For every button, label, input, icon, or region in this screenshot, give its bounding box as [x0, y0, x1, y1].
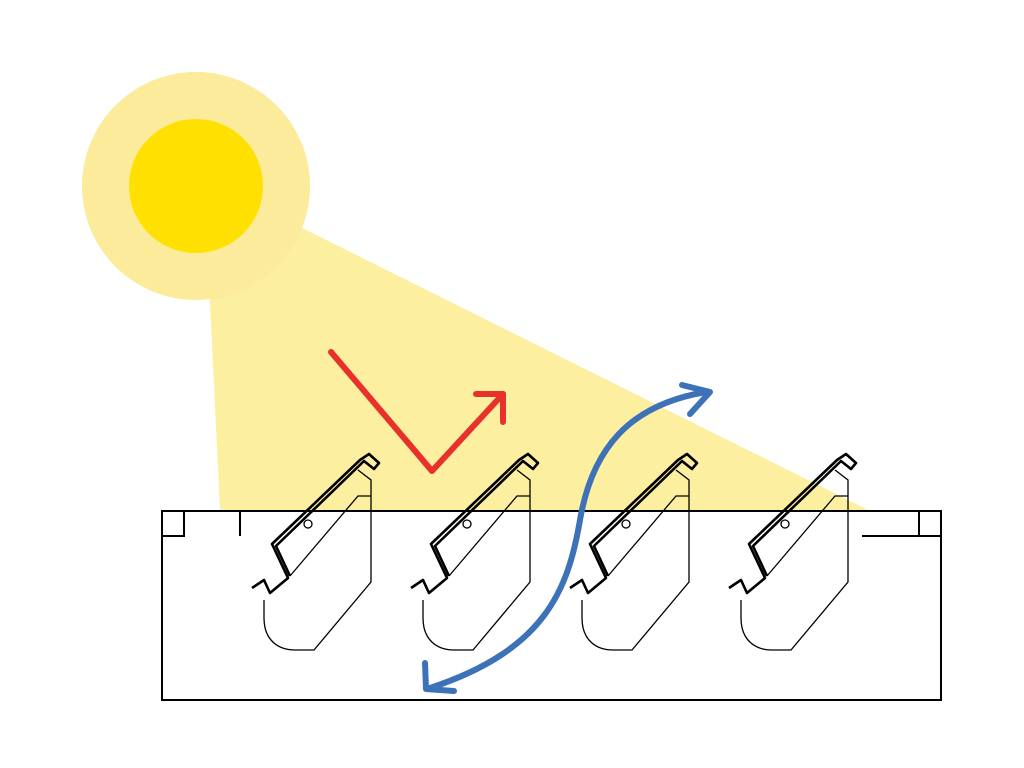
louver-blade-icon — [569, 452, 699, 651]
airflow-path — [427, 389, 709, 691]
louver-slat — [569, 452, 699, 595]
louver-pivot-hole — [462, 519, 472, 529]
airflow-arrowhead-bottom — [422, 660, 457, 694]
louver-inner-edge — [766, 495, 848, 577]
sun-icon — [82, 72, 310, 300]
louver-row — [251, 452, 858, 651]
louver-housing — [263, 469, 372, 651]
louver-inner-edge — [607, 495, 689, 577]
louver-blade-icon — [251, 452, 381, 651]
louver-inner-edge — [448, 495, 530, 577]
airflow-arrowhead-top — [679, 382, 713, 417]
reflected-light-arrow-icon — [328, 349, 506, 474]
louver-slat — [410, 452, 540, 595]
louver-housing — [740, 469, 849, 651]
light-beam — [208, 208, 868, 510]
enclosure-frame — [161, 510, 942, 701]
louver-blade-icon — [410, 452, 540, 651]
louver-pivot-hole — [303, 519, 313, 529]
airflow-double-arrow-icon — [422, 382, 713, 694]
louver-pivot-hole — [621, 519, 631, 529]
reflection-arrowhead — [473, 391, 506, 425]
louver-blade-icon — [728, 452, 858, 651]
louver-pivot-hole — [780, 519, 790, 529]
reflection-path — [328, 349, 506, 474]
louver-housing — [422, 469, 531, 651]
louver-housing — [581, 469, 690, 651]
louver-slat — [728, 452, 858, 595]
louver-slat — [251, 452, 381, 595]
louver-inner-edge — [289, 495, 371, 577]
sun-core — [129, 119, 263, 253]
